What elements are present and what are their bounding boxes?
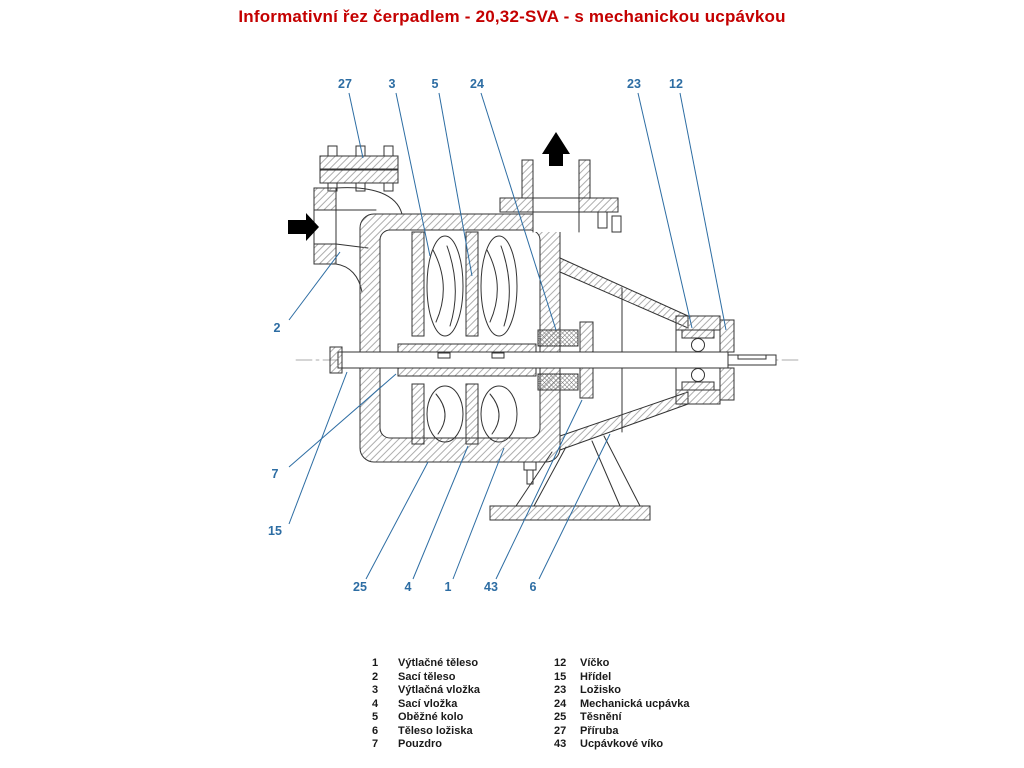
page-title: Informativní řez čerpadlem - 20,32-SVA -… [238,7,786,26]
legend-row: 1 Výtlačné těleso [372,657,480,671]
shaft [329,346,777,374]
seal-gland-cover [579,321,594,399]
legend-part-label: Ložisko [580,684,621,696]
mechanical-seal [537,329,579,391]
legend-part-number: 12 [554,657,567,669]
legend-row: 6 Těleso ložiska [372,725,480,739]
impeller-stage-1 [426,235,464,443]
legend-part-label: Oběžné kolo [398,711,464,723]
legend-part-number: 15 [554,670,567,683]
legend-part-label: Hřídel [580,670,612,683]
legend-row: 25 Těsnění [554,711,689,725]
legend-part-number: 23 [554,684,567,696]
legend-part-number: 2 [372,670,379,683]
legend-row: 4 Sací vložka [372,698,480,712]
stage-inserts [411,231,479,445]
legend-part-number: 4 [372,697,379,710]
legend-part-label: Ucpávkové víko [580,738,664,750]
shaft-sleeve [397,343,537,377]
suction-body [313,187,403,293]
legend-row: 23 Ložisko [554,684,689,698]
legend-row: 5 Oběžné kolo [372,711,480,725]
legend-row: 24 Mechanická ucpávka [554,698,689,712]
legend-row: 43 Ucpávkové víko [554,738,689,752]
callout-24: 24 [470,76,484,91]
legend-row: 2 Sací těleso [372,671,480,685]
legend-part-label: Těsnění [580,711,622,723]
support-foot [489,435,651,521]
outlet-flow-arrow-icon [542,132,570,166]
legend-row: 3 Výtlačná vložka [372,684,480,698]
callout-1: 1 [444,579,452,594]
legend-part-number: 43 [554,738,567,750]
legend-part-number: 7 [372,738,379,750]
legend-part-number: 27 [554,724,567,737]
bearing-cover [719,319,735,401]
callout-27: 27 [338,76,352,91]
callout-15: 15 [268,523,282,538]
legend-part-label: Těleso ložiska [398,724,473,737]
legend-part-label: Mechanická ucpávka [580,697,690,710]
parts-legend-left: 1 Výtlačné těleso 2 Sací těleso 3 Výtlač… [372,657,480,752]
pump-casing [359,211,580,463]
callout-2: 2 [273,320,281,335]
callout-3: 3 [388,76,396,91]
callout-25: 25 [353,579,367,594]
legend-row: 12 Víčko [554,657,689,671]
legend-part-label: Víčko [580,657,610,669]
callout-5: 5 [431,76,439,91]
legend-part-label: Příruba [580,724,619,737]
legend-part-label: Výtlačná vložka [398,684,480,696]
pipe-flange [319,145,399,192]
legend-part-label: Sací těleso [398,670,456,683]
legend-part-label: Sací vložka [398,697,458,710]
ball-bearing [681,329,715,391]
legend-part-number: 6 [372,724,379,737]
callout-7: 7 [271,466,279,481]
legend-part-number: 1 [372,657,379,669]
callout-43: 43 [484,579,498,594]
callout-leader-lines [288,92,727,580]
legend-part-number: 5 [372,711,379,723]
legend-part-number: 25 [554,711,567,723]
legend-row: 15 Hřídel [554,671,689,685]
legend-part-label: Výtlačné těleso [398,657,479,669]
callout-23: 23 [627,76,641,91]
callout-6: 6 [529,579,537,594]
legend-part-label: Pouzdro [398,738,442,750]
callout-4: 4 [404,579,412,594]
parts-legend-right: 12 Víčko 15 Hřídel 23 Ložisko 24 Mechani… [554,657,689,752]
inlet-flow-arrow-icon [288,213,319,241]
legend-row: 27 Příruba [554,725,689,739]
discharge-flange [499,159,622,233]
legend-row: 7 Pouzdro [372,738,480,752]
callout-12: 12 [669,76,683,91]
legend-part-number: 24 [554,697,567,710]
bearing-frame [559,257,721,451]
impeller-stage-2 [480,235,518,443]
legend-part-number: 3 [372,684,379,696]
